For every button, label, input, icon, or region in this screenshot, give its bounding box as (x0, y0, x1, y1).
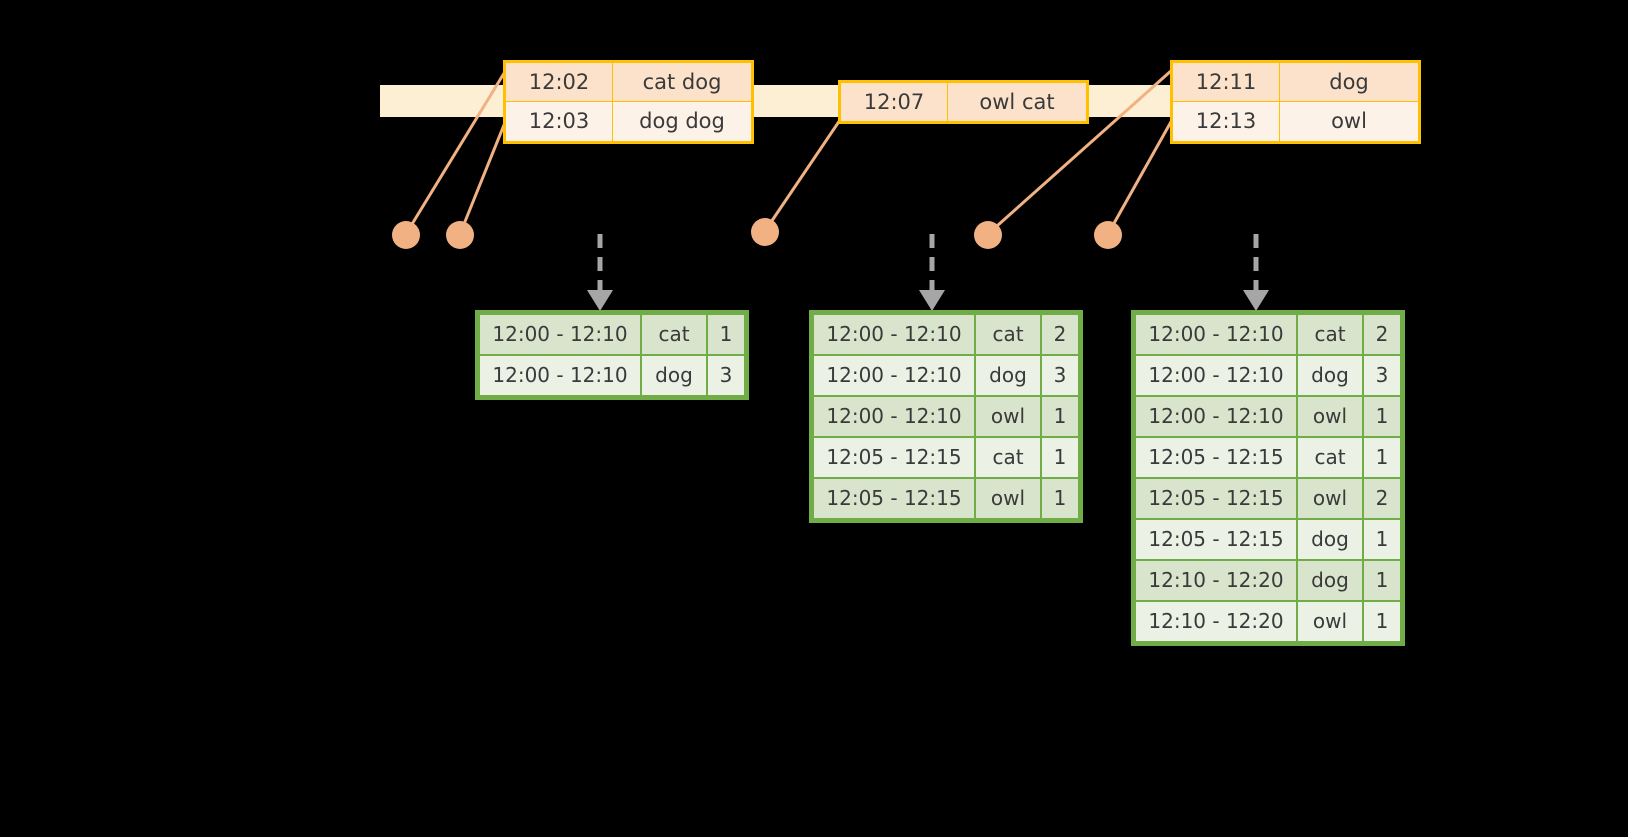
word-cell: cat (976, 315, 1040, 354)
connector-line-5 (1106, 119, 1174, 235)
event-time: 12:07 (839, 80, 948, 124)
dashed-arrow-head-1 (587, 290, 613, 311)
window-cell: 12:00 - 12:10 (480, 315, 640, 354)
window-cell: 12:05 - 12:15 (814, 438, 974, 477)
count-cell: 2 (1364, 479, 1400, 518)
count-cell: 3 (1042, 356, 1078, 395)
event-row[interactable]: 12:02 cat dog (504, 60, 753, 103)
table-row[interactable]: 12:05 - 12:15 dog 1 (1136, 520, 1400, 559)
dot-1 (392, 221, 420, 249)
event-row[interactable]: 12:03 dog dog (504, 101, 753, 143)
connector-line-3 (763, 119, 842, 232)
window-cell: 12:00 - 12:10 (1136, 315, 1296, 354)
event-words: owl (1279, 101, 1420, 143)
table-row[interactable]: 12:05 - 12:15 cat 1 (1136, 438, 1400, 477)
table-row[interactable]: 12:00 - 12:10 owl 1 (1136, 397, 1400, 436)
table-row[interactable]: 12:00 - 12:10 owl 1 (814, 397, 1078, 436)
event-group-3[interactable]: 12:11 dog 12:13 owl (1170, 60, 1421, 144)
window-cell: 12:05 - 12:15 (1136, 520, 1296, 559)
event-words: dog (1279, 60, 1420, 103)
word-cell: cat (1298, 315, 1362, 354)
table-row[interactable]: 12:05 - 12:15 owl 1 (814, 479, 1078, 518)
word-cell: dog (1298, 356, 1362, 395)
connector-dots (392, 218, 1122, 249)
window-cell: 12:00 - 12:10 (814, 315, 974, 354)
event-words: dog dog (612, 101, 753, 143)
word-cell: cat (1298, 438, 1362, 477)
word-cell: owl (1298, 479, 1362, 518)
count-cell: 3 (1364, 356, 1400, 395)
event-row[interactable]: 12:13 owl (1171, 101, 1420, 143)
word-cell: dog (1298, 561, 1362, 600)
count-cell: 1 (1364, 561, 1400, 600)
word-cell: owl (976, 397, 1040, 436)
word-cell: owl (1298, 602, 1362, 641)
count-cell: 1 (1364, 602, 1400, 641)
count-cell: 1 (1042, 479, 1078, 518)
window-cell: 12:05 - 12:15 (814, 479, 974, 518)
table-row[interactable]: 12:00 - 12:10 dog 3 (1136, 356, 1400, 395)
window-cell: 12:10 - 12:20 (1136, 561, 1296, 600)
table-row[interactable]: 12:00 - 12:10 dog 3 (480, 356, 744, 395)
event-time: 12:03 (504, 101, 613, 143)
count-cell: 1 (1364, 520, 1400, 559)
window-cell: 12:05 - 12:15 (1136, 479, 1296, 518)
window-cell: 12:00 - 12:10 (814, 397, 974, 436)
dashed-arrow-head-2 (919, 290, 945, 311)
dot-2 (446, 221, 474, 249)
dashed-arrows (597, 234, 1259, 292)
word-cell: owl (1298, 397, 1362, 436)
event-row[interactable]: 12:11 dog (1171, 60, 1420, 103)
word-cell: owl (976, 479, 1040, 518)
table-row[interactable]: 12:05 - 12:15 cat 1 (814, 438, 1078, 477)
dashed-arrow-head-3 (1243, 290, 1269, 311)
word-cell: dog (976, 356, 1040, 395)
count-cell: 1 (1042, 397, 1078, 436)
connector-line-2 (458, 119, 508, 235)
dot-3 (751, 218, 779, 246)
count-cell: 1 (708, 315, 744, 354)
word-cell: cat (642, 315, 706, 354)
count-cell: 3 (708, 356, 744, 395)
word-cell: cat (976, 438, 1040, 477)
count-cell: 2 (1042, 315, 1078, 354)
count-cell: 1 (1364, 438, 1400, 477)
event-time: 12:02 (504, 60, 613, 103)
table-row[interactable]: 12:10 - 12:20 dog 1 (1136, 561, 1400, 600)
table-row[interactable]: 12:05 - 12:15 owl 2 (1136, 479, 1400, 518)
count-cell: 2 (1364, 315, 1400, 354)
window-cell: 12:00 - 12:10 (480, 356, 640, 395)
result-table-3[interactable]: 12:00 - 12:10 cat 2 12:00 - 12:10 dog 3 … (1131, 310, 1405, 646)
event-words: cat dog (612, 60, 753, 103)
dashed-arrow-heads (587, 290, 1269, 311)
event-words: owl cat (947, 80, 1088, 124)
word-cell: dog (642, 356, 706, 395)
table-row[interactable]: 12:00 - 12:10 cat 2 (814, 315, 1078, 354)
window-cell: 12:00 - 12:10 (1136, 397, 1296, 436)
event-group-2[interactable]: 12:07 owl cat (838, 80, 1089, 125)
table-row[interactable]: 12:00 - 12:10 cat 1 (480, 315, 744, 354)
dot-4 (974, 221, 1002, 249)
count-cell: 1 (1042, 438, 1078, 477)
event-group-1[interactable]: 12:02 cat dog 12:03 dog dog (503, 60, 754, 144)
result-table-1[interactable]: 12:00 - 12:10 cat 1 12:00 - 12:10 dog 3 (475, 310, 749, 400)
table-row[interactable]: 12:00 - 12:10 cat 2 (1136, 315, 1400, 354)
connector-line-1 (404, 69, 508, 235)
window-cell: 12:05 - 12:15 (1136, 438, 1296, 477)
window-cell: 12:10 - 12:20 (1136, 602, 1296, 641)
count-cell: 1 (1364, 397, 1400, 436)
window-cell: 12:00 - 12:10 (1136, 356, 1296, 395)
window-cell: 12:00 - 12:10 (814, 356, 974, 395)
result-table-2[interactable]: 12:00 - 12:10 cat 2 12:00 - 12:10 dog 3 … (809, 310, 1083, 523)
event-row[interactable]: 12:07 owl cat (839, 80, 1088, 124)
table-row[interactable]: 12:10 - 12:20 owl 1 (1136, 602, 1400, 641)
dot-5 (1094, 221, 1122, 249)
table-row[interactable]: 12:00 - 12:10 dog 3 (814, 356, 1078, 395)
word-cell: dog (1298, 520, 1362, 559)
event-time: 12:11 (1171, 60, 1280, 103)
event-time: 12:13 (1171, 101, 1280, 143)
